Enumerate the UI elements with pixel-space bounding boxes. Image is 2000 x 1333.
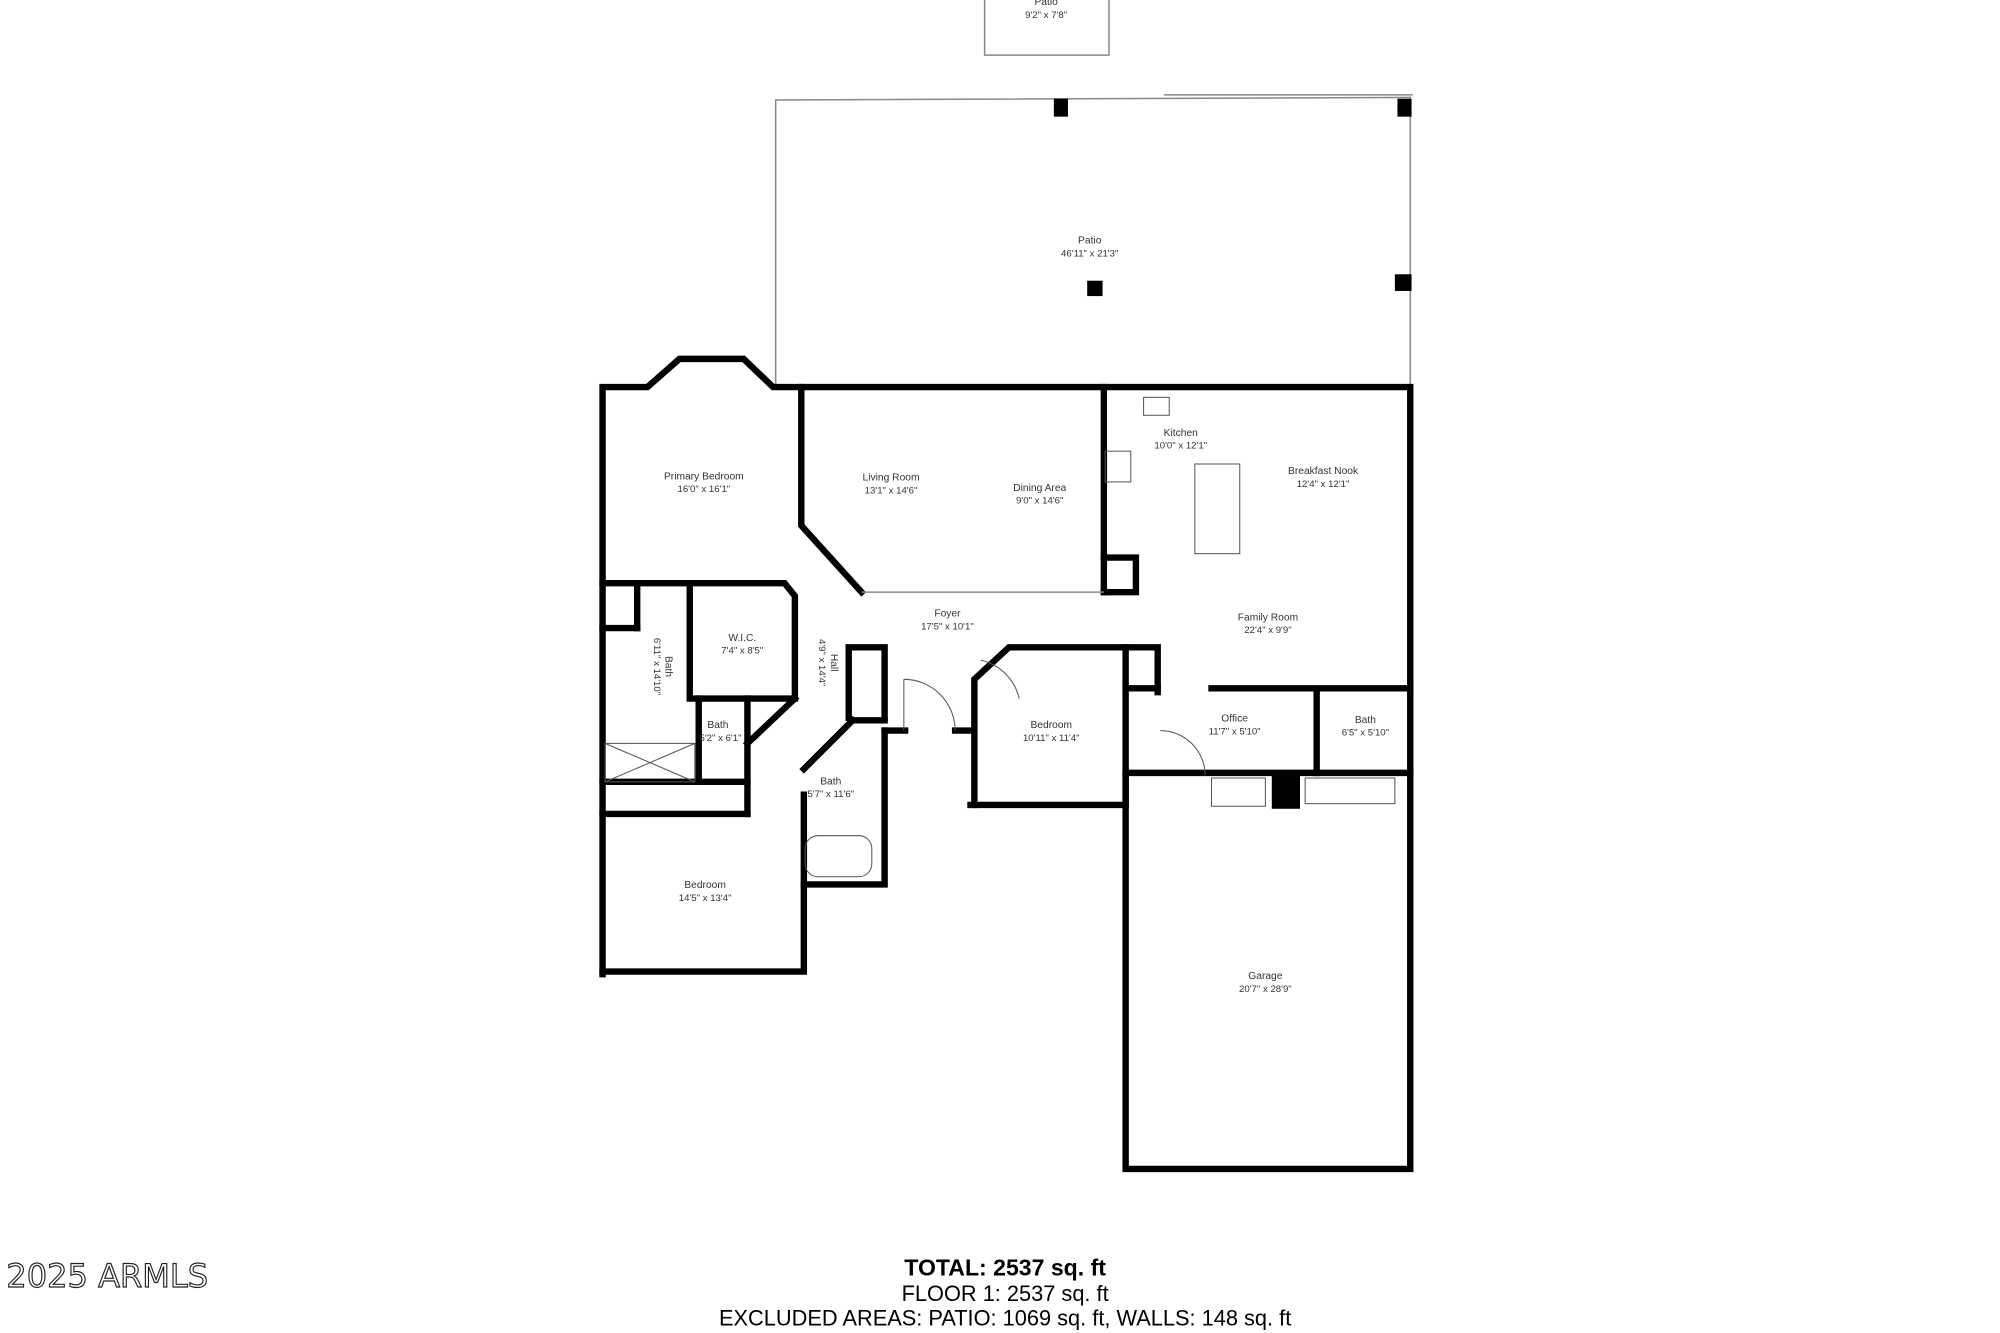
- room-name: Family Room: [1238, 612, 1298, 623]
- room-dims: 7'4" x 8'5": [721, 646, 763, 657]
- room-dims: 6'11" x 14'10": [651, 638, 662, 695]
- fixtures: [604, 396, 1396, 878]
- room-name: Kitchen: [1164, 428, 1198, 439]
- room-name: Bath: [1355, 715, 1376, 726]
- room-name: Bedroom: [684, 880, 726, 891]
- small-patio-outline: [983, 0, 1110, 56]
- room-name: Patio: [1078, 236, 1102, 247]
- room-dims: 12'4" x 12'1": [1297, 479, 1350, 490]
- room-name: Foyer: [934, 609, 961, 620]
- room-name: Hall: [828, 654, 839, 672]
- room-dims: 11'7" x 5'10": [1209, 726, 1261, 737]
- room-name: Bath: [662, 656, 673, 677]
- room-name: Bath: [820, 776, 841, 787]
- room-name: W.I.C.: [728, 633, 756, 644]
- floor-area: FLOOR 1: 2537 sq. ft: [902, 1281, 1109, 1306]
- room-name: Bath: [707, 720, 728, 731]
- room-name: Breakfast Nook: [1288, 466, 1359, 477]
- room-name: Patio: [1034, 0, 1058, 8]
- room-name: Primary Bedroom: [664, 471, 744, 482]
- room-dims: 14'5" x 13'4": [679, 893, 732, 904]
- room-name: Bedroom: [1030, 720, 1072, 731]
- room-dims: 4'9" x 14'4": [816, 639, 827, 686]
- patio-post: [1087, 280, 1103, 297]
- room-name: Garage: [1248, 971, 1282, 982]
- room-dims: 5'7" x 11'6": [807, 789, 854, 800]
- room-name: Dining Area: [1013, 483, 1066, 494]
- patio-post: [1397, 98, 1412, 117]
- total-area: TOTAL: 2537 sq. ft: [904, 1254, 1106, 1280]
- room-dims: 22'4" x 9'9": [1244, 625, 1291, 636]
- room-dims: 9'0" x 14'6": [1016, 496, 1063, 507]
- room-dims: 5'2" x 6'1": [700, 733, 742, 744]
- excluded-areas: EXCLUDED AREAS: PATIO: 1069 sq. ft, WALL…: [719, 1305, 1291, 1330]
- room-name: Living Room: [863, 473, 920, 484]
- room-dims: 10'11" x 11'4": [1023, 733, 1080, 744]
- patio-post: [1053, 98, 1068, 117]
- walls: [599, 355, 1414, 1173]
- patio-outline: [774, 96, 1412, 385]
- room-labels: Patio 9'2" x 7'8" Patio 46'11" x 21'3" P…: [651, 0, 1389, 995]
- room-dims: 46'11" x 21'3": [1061, 248, 1118, 259]
- room-dims: 10'0" x 12'1": [1154, 441, 1207, 452]
- room-dims: 20'7" x 28'9": [1239, 984, 1292, 995]
- room-dims: 13'1" x 14'6": [865, 485, 918, 496]
- room-dims: 16'0" x 16'1": [677, 484, 730, 495]
- room-dims: 17'5" x 10'1": [921, 621, 974, 632]
- room-dims: 6'5" x 5'10": [1342, 728, 1389, 739]
- room-name: Office: [1221, 714, 1248, 725]
- watermark: 2025 ARMLS: [6, 1257, 208, 1295]
- room-dims: 9'2" x 7'8": [1025, 10, 1067, 21]
- patio-post: [1394, 274, 1412, 291]
